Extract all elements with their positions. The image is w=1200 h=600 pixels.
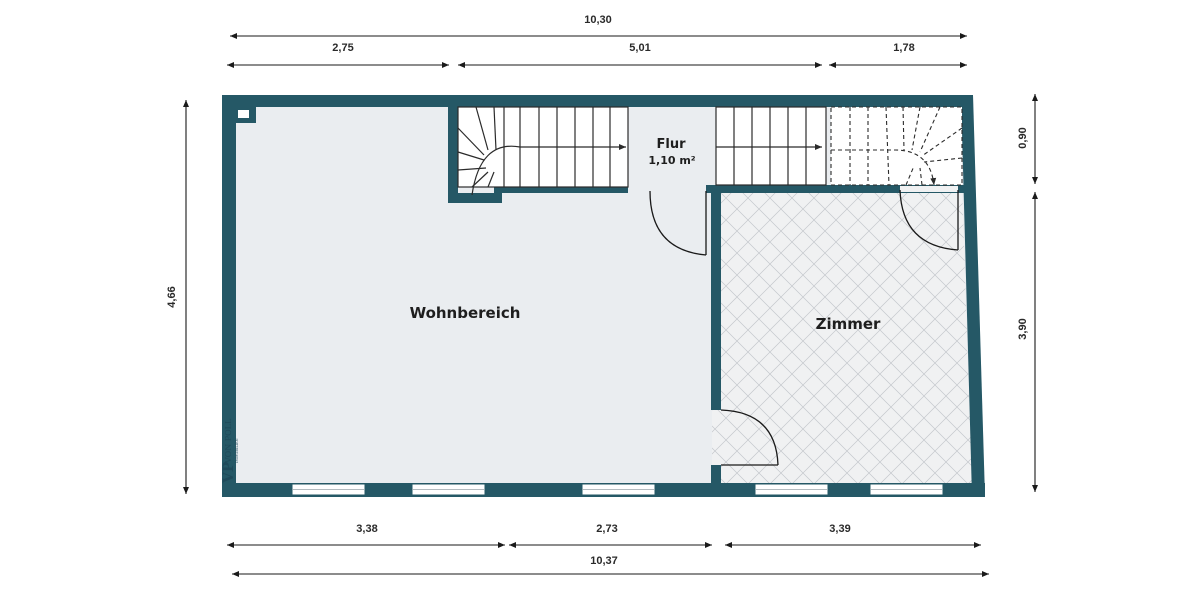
staircase-middle: [715, 106, 827, 186]
logo-sub: IMMOBILIEN: [235, 438, 239, 463]
door-zimmer-left: [720, 409, 779, 466]
dim-label-left-height: 4,66: [166, 286, 178, 307]
dim-label-top-right: 1,78: [893, 42, 914, 54]
dim-label-bottom-total: 10,37: [590, 555, 618, 567]
logo-name: VON POLL: [224, 418, 233, 464]
windows: [291, 483, 944, 496]
staircase-left: [457, 106, 629, 196]
dim-label-right-lower: 3,90: [1017, 318, 1029, 339]
room-area-flur: 1,10 m²: [648, 154, 695, 167]
dim-label-bottom-middle: 2,73: [596, 523, 617, 535]
dim-label-top-left: 2,75: [332, 42, 353, 54]
corner-column: [238, 110, 249, 118]
staircase-right-dashed: [830, 106, 963, 186]
zimmer-tiled-floor: [712, 187, 972, 485]
dim-label-bottom-left: 3,38: [356, 523, 377, 535]
room-label-wohnbereich: Wohnbereich: [410, 304, 521, 322]
room-label-flur: Flur: [656, 137, 686, 152]
dimension-labels: 10,30 2,75 5,01 1,78 4,66 0,90 3,90 3,38…: [166, 14, 1029, 567]
dim-label-right-upper: 0,90: [1017, 127, 1029, 148]
von-poll-logo: VP VON POLL IMMOBILIEN: [221, 418, 239, 484]
dim-label-top-middle: 5,01: [629, 42, 650, 54]
logo-initials: VP: [221, 461, 237, 484]
doors: [649, 186, 959, 466]
room-label-zimmer: Zimmer: [816, 315, 881, 333]
dim-label-top-total: 10,30: [584, 14, 612, 26]
door-zimmer-top: [899, 189, 959, 251]
dim-label-bottom-right: 3,39: [829, 523, 850, 535]
dimension-lines: [183, 33, 1038, 577]
door-flur: [649, 190, 707, 256]
